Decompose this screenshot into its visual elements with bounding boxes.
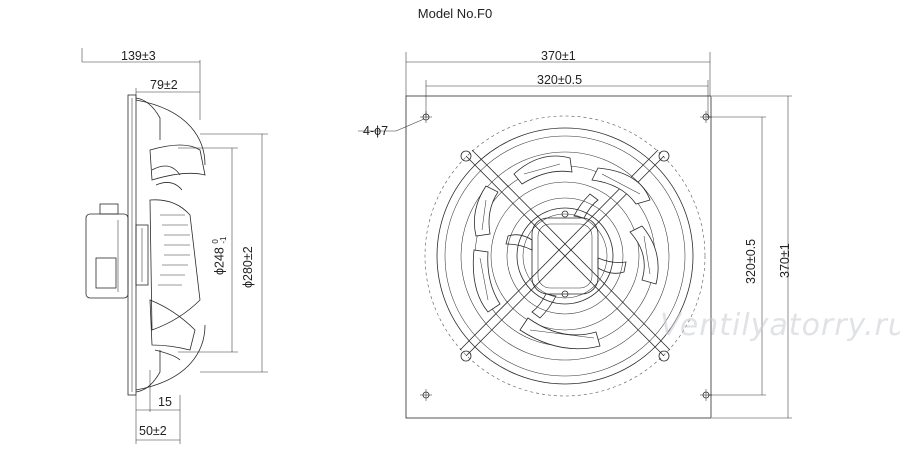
watermark: Ventilyatorry.ru xyxy=(660,308,900,343)
dim-inner-diameter-value: ϕ248 xyxy=(212,247,227,275)
dim-plate-width: 370±1 xyxy=(541,49,576,63)
dim-hole-spacing-h: 320±0.5 xyxy=(537,73,583,87)
dim-flange: 15 xyxy=(158,395,172,409)
model-title: Model No.F0 xyxy=(417,6,493,21)
dim-inner-diameter: ϕ248 0 -1 xyxy=(211,236,228,275)
front-view xyxy=(358,52,792,419)
dim-overall-depth: 139±3 xyxy=(121,49,156,63)
dim-hole-spacing-v: 320±0.5 xyxy=(744,238,758,284)
mounting-hole xyxy=(420,111,712,401)
dim-inner-diameter-tolerance: 0 -1 xyxy=(211,236,228,244)
dim-holes: 4-ϕ7 xyxy=(363,124,389,138)
dim-rim: 50±2 xyxy=(139,424,167,438)
dim-hub-depth: 79±2 xyxy=(150,78,178,92)
tol-lower: -1 xyxy=(219,236,228,244)
side-view xyxy=(81,48,268,444)
dim-plate-height: 370±1 xyxy=(778,243,792,278)
dim-outer-diameter: ϕ280±2 xyxy=(241,246,255,288)
